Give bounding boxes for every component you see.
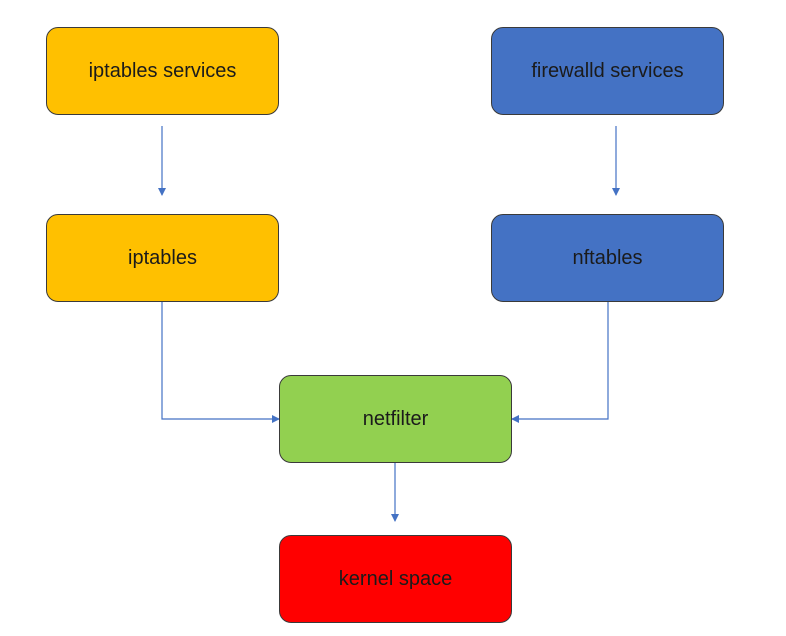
- node-label: firewalld services: [531, 59, 684, 82]
- node-iptables-services: iptables services: [46, 27, 279, 115]
- node-label: iptables: [128, 246, 197, 269]
- node-label: netfilter: [362, 407, 429, 430]
- node-netfilter: netfilter: [279, 375, 512, 463]
- node-kernel-space: kernel space: [279, 535, 512, 623]
- edge-nftables-to-netfilter: [511, 302, 609, 423]
- node-label: iptables services: [88, 59, 237, 82]
- node-label: nftables: [572, 246, 643, 269]
- node-firewalld-services: firewalld services: [491, 27, 724, 115]
- node-iptables: iptables: [46, 214, 279, 302]
- edge-iptables-to-netfilter: [161, 302, 280, 423]
- node-label: kernel space: [338, 567, 453, 590]
- node-nftables: nftables: [491, 214, 724, 302]
